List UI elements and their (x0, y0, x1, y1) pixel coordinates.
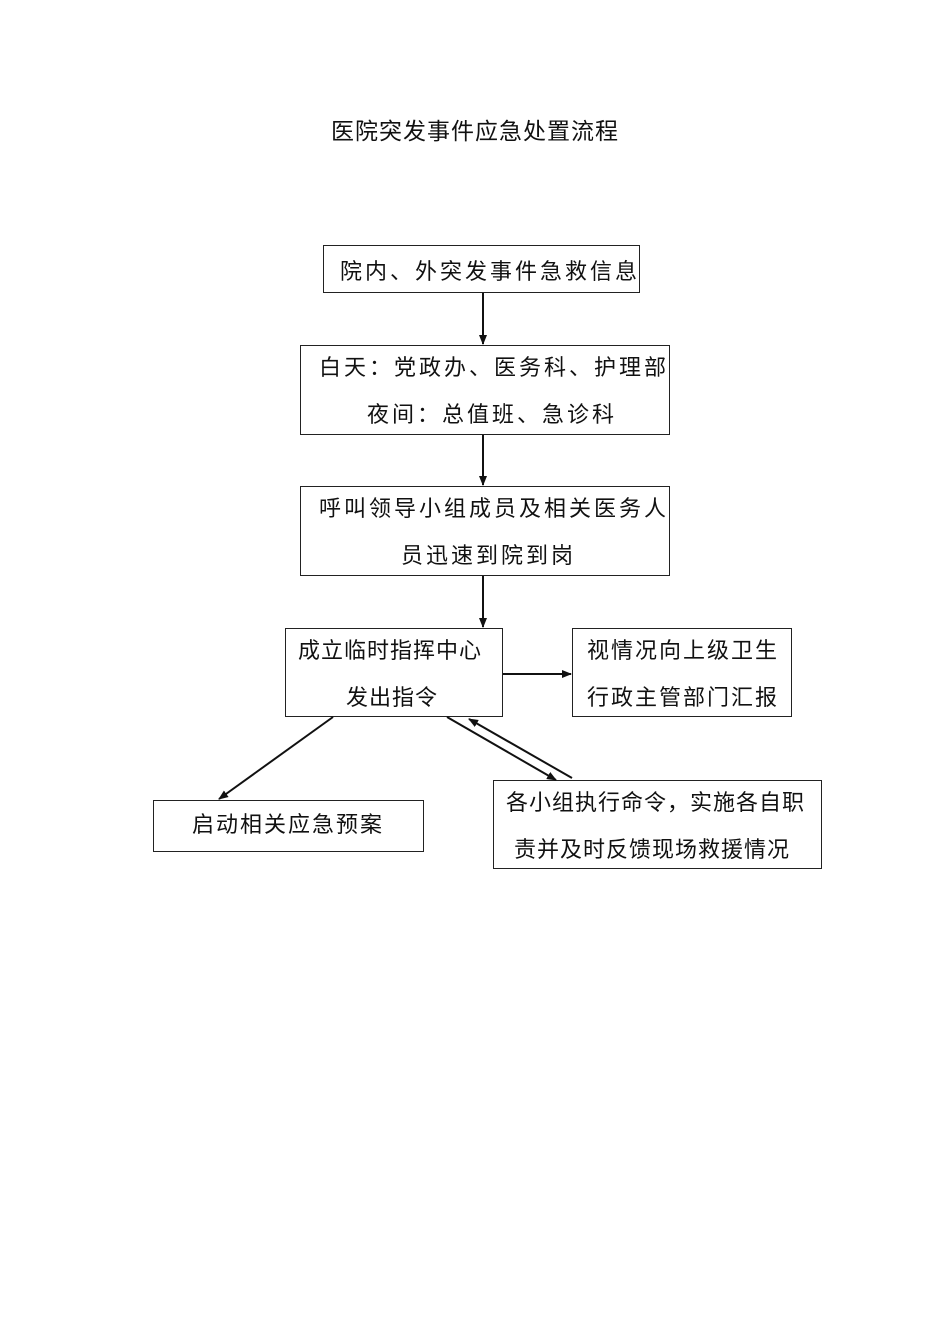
node-text: 启动相关应急预案 (192, 813, 385, 838)
node-execute-feedback: 各小组执行命令，实施各自职 责并及时反馈现场救援情况 (493, 780, 822, 869)
node-text: 院内、外突发事件急救信息 (340, 260, 641, 285)
node-call-leaders: 呼叫领导小组成员及相关医务人 员迅速到院到岗 (300, 486, 670, 576)
node-text: 行政主管部门汇报 (587, 686, 780, 711)
arrow-execute-to-command (468, 718, 573, 779)
page-title: 医院突发事件应急处置流程 (331, 119, 619, 145)
node-text: 视情况向上级卫生 (587, 639, 780, 664)
node-text: 白天：党政办、医务科、护理部 (319, 356, 670, 381)
arrow-command-to-execute (446, 716, 557, 781)
node-text: 责并及时反馈现场救援情况 (514, 838, 791, 863)
node-emergency-info: 院内、外突发事件急救信息 (323, 245, 640, 293)
node-text: 各小组执行命令，实施各自职 (506, 791, 806, 816)
node-start-plan: 启动相关应急预案 (153, 800, 424, 852)
node-text: 员迅速到院到岗 (401, 544, 577, 569)
node-text: 呼叫领导小组成员及相关医务人 (319, 497, 670, 522)
arrow-command-to-plan (218, 716, 334, 800)
node-text: 夜间：总值班、急诊科 (367, 403, 618, 428)
node-notify-departments: 白天：党政办、医务科、护理部 夜间：总值班、急诊科 (300, 345, 670, 435)
node-command-center: 成立临时指挥中心 发出指令 (285, 628, 503, 717)
node-text: 发出指令 (346, 686, 439, 711)
node-report-superiors: 视情况向上级卫生 行政主管部门汇报 (572, 628, 792, 717)
node-text: 成立临时指挥中心 (298, 639, 483, 664)
